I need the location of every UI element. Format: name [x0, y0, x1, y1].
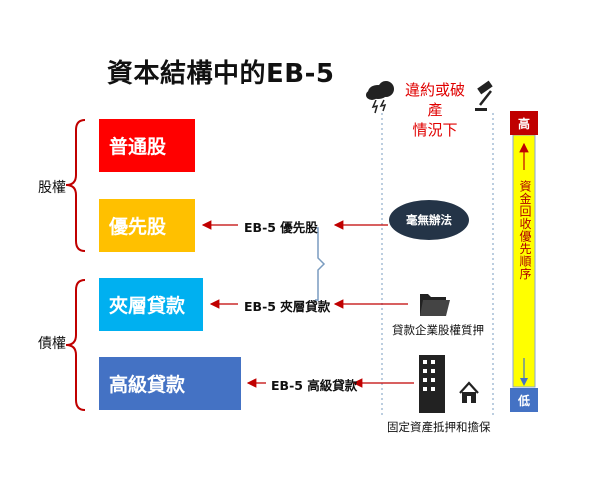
asset-mortgage-caption: 固定資產抵押和擔保: [387, 420, 491, 434]
default-scenario-header: 違約或破產 情況下: [400, 80, 470, 140]
eb5-preferred-label: EB-5 優先股: [244, 220, 318, 235]
priority-high-badge: 高: [510, 111, 538, 135]
no-recourse-oval: 毫無辦法: [389, 200, 469, 240]
equity-pledge-caption: 貸款企業股權質押: [392, 323, 484, 337]
connector-brace: [315, 227, 326, 301]
eb5-senior-label: EB-5 高級貸款: [271, 378, 358, 393]
eb5-mezzanine-label: EB-5 夾層貸款: [244, 299, 331, 314]
priority-low-badge: 低: [510, 388, 538, 412]
debt-brace: [65, 279, 86, 411]
folder-icon: [420, 294, 450, 316]
scale-arrowhead-down: [520, 378, 528, 386]
equity-brace: [65, 119, 86, 252]
preferred-stock-box: 優先股: [99, 199, 195, 252]
default-scenario-text: 違約或破產 情況下: [404, 81, 465, 139]
senior-loan-box: 高級貸款: [99, 357, 241, 410]
mezzanine-loan-box: 夾層貸款: [99, 278, 203, 331]
house-icon: [459, 381, 479, 403]
debt-label: 債權: [38, 336, 66, 352]
building-icon: [419, 355, 445, 413]
equity-label: 股權: [38, 180, 66, 196]
common-stock-box: 普通股: [99, 119, 195, 172]
scale-bar: [512, 134, 536, 388]
storm-cloud-icon: [366, 81, 394, 114]
page-title: 資本結構中的EB-5: [107, 59, 335, 89]
priority-scale-label: 資金回收優先順序: [518, 180, 532, 280]
gavel-icon: [475, 80, 493, 111]
